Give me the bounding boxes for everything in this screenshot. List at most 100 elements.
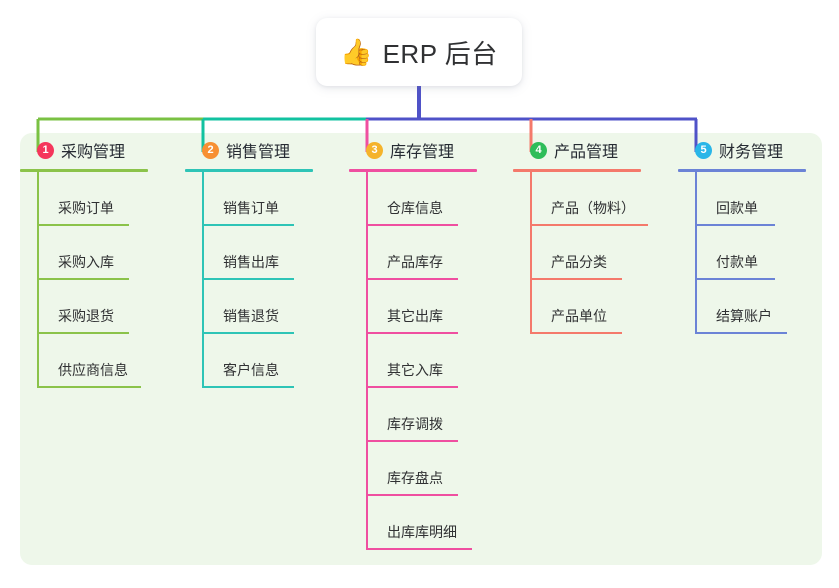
leaf-rule (530, 332, 622, 334)
leaf-label: 产品分类 (551, 254, 607, 270)
branch-header-4[interactable]: 4 产品管理 (513, 133, 641, 167)
branch-header-3[interactable]: 3 库存管理 (349, 133, 477, 167)
branch-header-5[interactable]: 5 财务管理 (678, 133, 806, 167)
branch-rule-4 (513, 169, 641, 172)
leaf-label: 销售退货 (223, 308, 279, 324)
leaf-label: 采购退货 (58, 308, 114, 324)
leaf-item[interactable]: 回款单 (695, 172, 806, 226)
root-title: ERP 后台 (382, 38, 498, 69)
diagram-panel (20, 133, 822, 565)
leaf-rule (366, 440, 458, 442)
leaf-item[interactable]: 仓库信息 (366, 172, 477, 226)
leaf-label: 客户信息 (223, 362, 279, 378)
branch-column-1: 1 采购管理采购订单采购入库采购退货供应商信息 (20, 133, 148, 388)
branch-column-3: 3 库存管理仓库信息产品库存其它出库其它入库库存调拨库存盘点出库库明细 (349, 133, 477, 550)
leaf-label: 其它入库 (387, 362, 443, 378)
leaf-item[interactable]: 供应商信息 (37, 334, 148, 388)
leaf-item[interactable]: 采购订单 (37, 172, 148, 226)
leaf-rule (366, 386, 458, 388)
leaf-label: 销售出库 (223, 254, 279, 270)
leaf-label: 库存盘点 (387, 470, 443, 486)
leaf-rule (202, 386, 294, 388)
leaf-label: 付款单 (716, 254, 758, 270)
leaf-item[interactable]: 销售订单 (202, 172, 313, 226)
branch-title-2: 销售管理 (226, 144, 291, 161)
leaf-item[interactable]: 库存调拨 (366, 388, 477, 442)
leaf-rule (695, 278, 775, 280)
leaf-rule (366, 548, 472, 550)
branch-header-1[interactable]: 1 采购管理 (20, 133, 148, 167)
branch-title-3: 库存管理 (390, 144, 455, 161)
branch-leaf-list-2: 销售订单销售出库销售退货客户信息 (185, 172, 313, 388)
leaf-rule (530, 278, 622, 280)
leaf-item[interactable]: 其它出库 (366, 280, 477, 334)
branch-rule-2 (185, 169, 313, 172)
leaf-rule (37, 386, 141, 388)
branch-spine-5 (695, 172, 697, 334)
branch-spine-1 (37, 172, 39, 388)
leaf-label: 出库库明细 (387, 524, 457, 540)
leaf-rule (366, 494, 458, 496)
branch-badge-1: 1 (37, 141, 54, 159)
leaf-label: 采购入库 (58, 254, 114, 270)
branch-spine-3 (366, 172, 368, 550)
branch-column-2: 2 销售管理销售订单销售出库销售退货客户信息 (185, 133, 313, 388)
leaf-label: 销售订单 (223, 200, 279, 216)
branch-leaf-list-1: 采购订单采购入库采购退货供应商信息 (20, 172, 148, 388)
leaf-label: 产品（物料） (551, 200, 635, 216)
leaf-label: 库存调拨 (387, 416, 443, 432)
leaf-label: 采购订单 (58, 200, 114, 216)
leaf-item[interactable]: 产品库存 (366, 226, 477, 280)
branch-leaf-list-3: 仓库信息产品库存其它出库其它入库库存调拨库存盘点出库库明细 (349, 172, 477, 550)
branch-title-5: 财务管理 (719, 144, 784, 161)
leaf-label: 产品库存 (387, 254, 443, 270)
thumbs-up-icon: 👍 (340, 37, 373, 67)
leaf-rule (202, 278, 294, 280)
leaf-label: 仓库信息 (387, 200, 443, 216)
leaf-rule (37, 278, 129, 280)
branch-rule-3 (349, 169, 477, 172)
leaf-rule (695, 332, 787, 334)
leaf-item[interactable]: 付款单 (695, 226, 806, 280)
leaf-label: 产品单位 (551, 308, 607, 324)
branch-rule-1 (20, 169, 148, 172)
branch-column-4: 4 产品管理产品（物料） 产品分类产品单位 (513, 133, 648, 334)
leaf-item[interactable]: 产品（物料） (530, 172, 648, 226)
leaf-item[interactable]: 采购入库 (37, 226, 148, 280)
leaf-item[interactable]: 销售出库 (202, 226, 313, 280)
leaf-item[interactable]: 采购退货 (37, 280, 148, 334)
branch-header-2[interactable]: 2 销售管理 (185, 133, 313, 167)
branch-badge-5: 5 (695, 141, 712, 159)
branch-leaf-list-4: 产品（物料） 产品分类产品单位 (513, 172, 648, 334)
branch-spine-4 (530, 172, 532, 334)
branch-badge-3: 3 (366, 141, 383, 159)
leaf-item[interactable]: 销售退货 (202, 280, 313, 334)
leaf-item[interactable]: 结算账户 (695, 280, 806, 334)
branch-column-5: 5 财务管理回款单付款单结算账户 (678, 133, 806, 334)
branch-badge-4: 4 (530, 141, 547, 159)
leaf-item[interactable]: 其它入库 (366, 334, 477, 388)
branch-leaf-list-5: 回款单付款单结算账户 (678, 172, 806, 334)
leaf-rule (366, 224, 458, 226)
root-node[interactable]: 👍 ERP 后台 (316, 18, 522, 86)
leaf-rule (695, 224, 775, 226)
leaf-label: 结算账户 (716, 308, 772, 324)
leaf-label: 回款单 (716, 200, 758, 216)
leaf-item[interactable]: 客户信息 (202, 334, 313, 388)
branch-title-1: 采购管理 (61, 144, 126, 161)
leaf-rule (530, 224, 648, 226)
leaf-rule (202, 332, 294, 334)
leaf-rule (37, 332, 129, 334)
leaf-item[interactable]: 产品分类 (530, 226, 641, 280)
leaf-rule (366, 278, 458, 280)
leaf-item[interactable]: 库存盘点 (366, 442, 477, 496)
branch-title-4: 产品管理 (554, 144, 619, 161)
leaf-rule (366, 332, 458, 334)
leaf-label: 其它出库 (387, 308, 443, 324)
leaf-item[interactable]: 出库库明细 (366, 496, 477, 550)
leaf-rule (37, 224, 129, 226)
leaf-label: 供应商信息 (58, 362, 128, 378)
leaf-item[interactable]: 产品单位 (530, 280, 641, 334)
branch-badge-2: 2 (202, 141, 219, 159)
